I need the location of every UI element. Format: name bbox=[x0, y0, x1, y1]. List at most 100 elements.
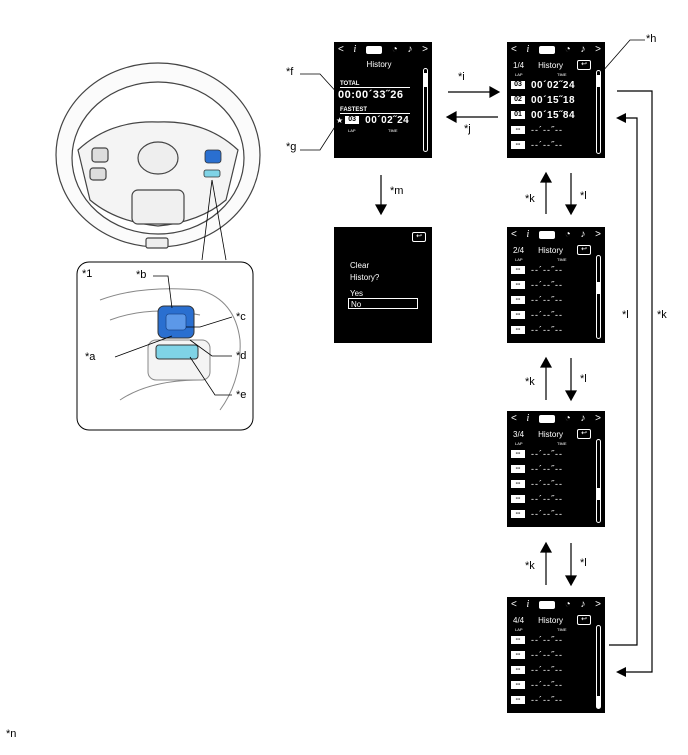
lap-number: -- bbox=[511, 311, 525, 319]
history-row: ----´--˝-- bbox=[511, 650, 563, 660]
callout-n: *n bbox=[6, 728, 17, 740]
lap-time: --´--˝-- bbox=[531, 295, 563, 305]
lap-number: -- bbox=[511, 636, 525, 644]
page-indicator: 1/4 bbox=[513, 60, 525, 70]
callout-l-2: *l bbox=[580, 373, 587, 385]
music-icon: ♪ bbox=[407, 44, 413, 55]
page-indicator: 3/4 bbox=[513, 429, 525, 439]
callout-k-2: *k bbox=[525, 376, 535, 388]
lap-time: --´--˝-- bbox=[531, 635, 563, 645]
callout-e: *e bbox=[236, 389, 247, 401]
scrollbar[interactable] bbox=[596, 70, 601, 154]
back-icon[interactable]: ↩ bbox=[412, 232, 426, 242]
nav-icon-bar: <i◔♪> bbox=[509, 229, 603, 240]
nav-icon-bar: <i◔♪> bbox=[509, 44, 603, 55]
back-icon[interactable]: ↩ bbox=[577, 245, 591, 255]
callout-g: *g bbox=[286, 141, 297, 153]
lap-number: -- bbox=[511, 281, 525, 289]
nav-left-icon: < bbox=[511, 44, 517, 55]
lap-number: -- bbox=[511, 296, 525, 304]
time-col-header: TIME bbox=[557, 627, 567, 632]
lap-time: 00´15˝84 bbox=[531, 109, 576, 121]
lap-number: -- bbox=[511, 141, 525, 149]
track-icon bbox=[539, 600, 555, 609]
history-row: ----´--˝-- bbox=[511, 449, 563, 459]
lap-number: -- bbox=[511, 666, 525, 674]
total-label: TOTAL bbox=[340, 81, 410, 88]
history-row: ----´--˝-- bbox=[511, 479, 563, 489]
music-icon: ♪ bbox=[580, 599, 586, 610]
lap-col-header: LAP bbox=[515, 72, 523, 77]
lap-number: -- bbox=[511, 480, 525, 488]
compass-icon: ◔ bbox=[391, 44, 398, 55]
page-indicator: 4/4 bbox=[513, 615, 525, 625]
lap-number: 02 bbox=[511, 96, 525, 104]
wheel-blue-button bbox=[204, 149, 222, 164]
yes-option[interactable]: Yes bbox=[350, 289, 364, 298]
time-col-header: TIME bbox=[388, 128, 398, 133]
compass-icon: ◔ bbox=[564, 413, 571, 424]
compass-icon: ◔ bbox=[564, 229, 571, 240]
lap-number: -- bbox=[511, 495, 525, 503]
time-col-header: TIME bbox=[557, 257, 567, 262]
history-row: -- --´--˝-- bbox=[511, 494, 563, 504]
nav-right-icon: > bbox=[595, 229, 601, 240]
lap-time: --´--˝-- bbox=[531, 265, 563, 275]
compass-icon: ◔ bbox=[564, 599, 571, 610]
summary-header: History bbox=[340, 60, 418, 69]
back-icon[interactable]: ↩ bbox=[577, 60, 591, 70]
lap-number: -- bbox=[511, 696, 525, 704]
music-icon: ♪ bbox=[580, 44, 586, 55]
no-option[interactable]: No bbox=[348, 298, 418, 309]
history-row: ----´--˝-- bbox=[511, 509, 563, 519]
nav-left-icon: < bbox=[511, 229, 517, 240]
music-icon: ♪ bbox=[580, 413, 586, 424]
lap-time: --´--˝-- bbox=[531, 494, 563, 504]
nav-right-icon: > bbox=[422, 44, 428, 55]
total-time: 00:00´33˝26 bbox=[338, 89, 404, 101]
history-row: ----´--˝-- bbox=[511, 680, 563, 690]
clear-prompt-line1: Clear bbox=[350, 261, 370, 270]
info-icon: i bbox=[353, 44, 357, 55]
fastest-row: ★ 03 00´02˝24 bbox=[336, 115, 409, 126]
page-title: History bbox=[538, 60, 563, 70]
history-row: ----´--˝-- bbox=[511, 265, 563, 275]
scrollbar[interactable] bbox=[423, 68, 428, 152]
track-icon bbox=[366, 45, 382, 54]
history-summary-screen: < i ◔ ♪ > History TOTAL 00:00´33˝26 FAST… bbox=[334, 42, 432, 158]
time-col-header: TIME bbox=[557, 441, 567, 446]
lap-time: --´--˝-- bbox=[531, 140, 563, 150]
callout-m: *m bbox=[390, 185, 404, 197]
page-title: History bbox=[366, 60, 392, 69]
nav-icon-bar: < i ◔ ♪ > bbox=[336, 44, 430, 55]
lap-time: 00´15˝18 bbox=[531, 94, 576, 106]
scrollbar[interactable] bbox=[596, 255, 601, 339]
back-icon[interactable]: ↩ bbox=[577, 429, 591, 439]
history-row: ----´--˝-- bbox=[511, 695, 563, 705]
lap-col-header: LAP bbox=[515, 627, 523, 632]
callout-a: *a bbox=[85, 351, 96, 363]
history-row: -- --´--˝-- bbox=[511, 635, 563, 645]
callout-l-3: *l bbox=[580, 557, 587, 569]
info-icon: i bbox=[526, 599, 530, 610]
track-icon bbox=[539, 230, 555, 239]
scrollbar[interactable] bbox=[596, 625, 601, 709]
lap-col-header: LAP bbox=[515, 257, 523, 262]
history-row: 02 00´15˝18 bbox=[511, 94, 576, 106]
clear-prompt-line2: History? bbox=[350, 273, 380, 282]
nav-right-icon: > bbox=[595, 413, 601, 424]
info-icon: i bbox=[526, 44, 530, 55]
time-col-header: TIME bbox=[557, 72, 567, 77]
back-icon[interactable]: ↩ bbox=[577, 615, 591, 625]
steering-wheel bbox=[55, 62, 261, 249]
lap-time: --´--˝-- bbox=[531, 464, 563, 474]
scrollbar[interactable] bbox=[596, 439, 601, 523]
callout-k-right: *k bbox=[657, 309, 667, 321]
callout-l-right: *l bbox=[622, 309, 629, 321]
